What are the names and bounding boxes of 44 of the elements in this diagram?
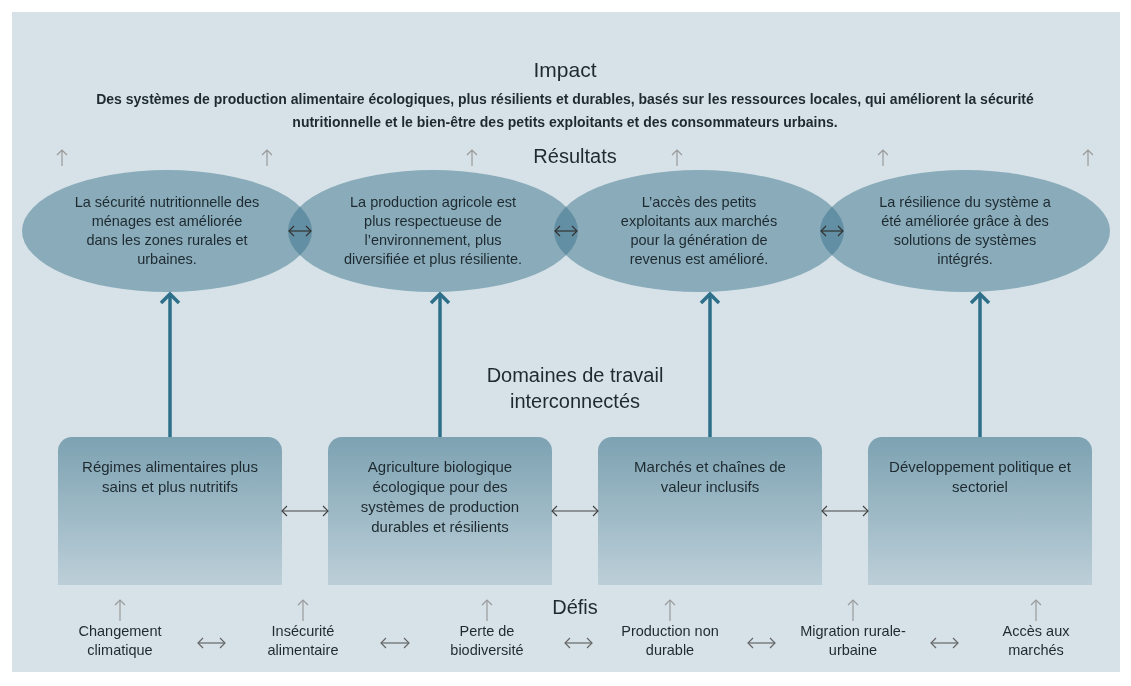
double-arrow	[288, 225, 312, 237]
double-arrow	[820, 225, 844, 237]
arrow	[1030, 599, 1042, 622]
challenge-text: Perte de biodiversité	[449, 622, 525, 660]
section-heading: Résultats	[532, 144, 618, 169]
double-arrow	[821, 505, 869, 517]
arrow	[297, 599, 309, 622]
work-area-title: Développement politique et sectoriel	[888, 457, 1072, 497]
outcome-text: La production agricole est plus respectueuse de l’environnement, plus diversifiée et plus résiliente.	[342, 193, 524, 269]
work-area-card	[58, 437, 282, 585]
arrow	[847, 599, 859, 622]
double-arrow	[747, 637, 776, 649]
double-arrow	[554, 225, 578, 237]
double-arrow	[551, 505, 599, 517]
arrow	[699, 292, 721, 437]
work-area-card	[328, 437, 552, 585]
double-arrow	[197, 637, 226, 649]
challenge-text: Migration rurale-urbaine	[799, 622, 907, 660]
arrow	[429, 292, 451, 437]
arrow	[481, 599, 493, 622]
impact-heading: Impact	[533, 58, 597, 82]
challenge-text: Accès aux marchés	[1001, 622, 1071, 660]
work-area-title: Agriculture biologique écologique pour des systèmes de production durables et résilients	[359, 457, 521, 537]
arrow	[664, 599, 676, 622]
challenge-text: Insécurité alimentaire	[266, 622, 340, 660]
challenge-text: Changement climatique	[77, 622, 163, 660]
double-arrow	[281, 505, 329, 517]
arrow	[159, 292, 181, 437]
impact-description: Des systèmes de production alimentaire écologiques, plus résilients et durables, basés sur les ressources locales, qui améliorent la sécurité nutritionnelle et le bien-être des petits exploitants et des consommateurs urbains.	[95, 90, 1035, 132]
challenge-text: Production non durable	[620, 622, 720, 660]
double-arrow	[930, 637, 959, 649]
outcome-text: L’accès des petits exploitants aux marchés pour la génération de revenus est amélioré.	[619, 193, 779, 269]
arrow	[114, 599, 126, 622]
double-arrow	[564, 637, 593, 649]
section-heading: Défis	[551, 595, 599, 620]
work-area-title: Régimes alimentaires plus sains et plus nutritifs	[81, 457, 259, 497]
work-area-title: Marchés et chaînes de valeur inclusifs	[633, 457, 787, 497]
section-heading: Domaines de travail interconnectés	[485, 363, 665, 414]
arrow	[969, 292, 991, 437]
double-arrow	[380, 637, 410, 649]
outcome-text: La résilience du système a été améliorée grâce à des solutions de systèmes intégrés.	[878, 193, 1052, 269]
outcome-text: La sécurité nutritionnelle des ménages est améliorée dans les zones rurales et urbaines.	[74, 193, 260, 269]
work-area-card	[868, 437, 1092, 585]
work-area-card	[598, 437, 822, 585]
